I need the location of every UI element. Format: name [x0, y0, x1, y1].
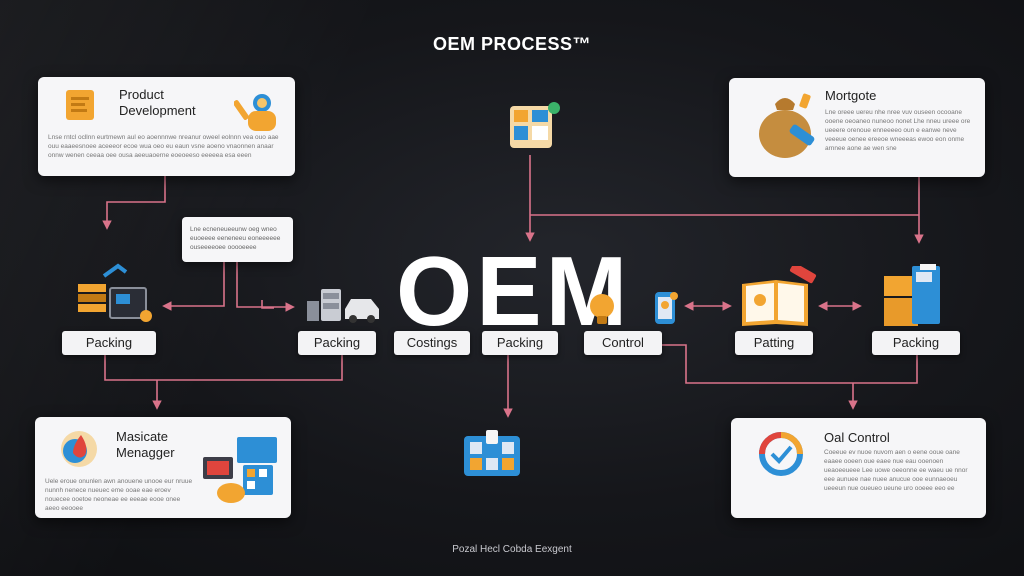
pill-packing-3: Packing [482, 331, 558, 355]
footer-caption: Pozal Hecl Cobda Eexgent [452, 544, 572, 555]
card-body: Lnse rntcl ocllnn eurtmewn aul eo aoennn… [48, 134, 279, 159]
phone-app-icon [652, 290, 680, 326]
connector-control-right [662, 344, 918, 384]
card-title: Oal Control [824, 430, 890, 445]
card-body: Coeeue ev nuoe nuvom aen o eene ooue oan… [824, 449, 968, 492]
document-icon [65, 89, 95, 121]
center-oem-wordmark: OEM [396, 236, 632, 346]
card-title: Masicate Menagger [116, 429, 175, 460]
pill-packing-2: Packing [298, 331, 376, 355]
workspace-illustration-icon [199, 435, 283, 505]
packing-station-icon [74, 262, 154, 324]
box-stack-icon [880, 262, 946, 328]
card-body: Lne oreee uereu nhe nree vuv ouseen ocoo… [825, 109, 971, 152]
connector-note-right [236, 262, 295, 312]
process-board-icon [506, 100, 562, 156]
car-cabinet-icon [305, 287, 383, 325]
card-mortgote: Mortgote Lne oreee uereu nhe nree vuv ou… [729, 78, 985, 177]
connector-note-left [162, 262, 225, 311]
grid-board-icon [462, 428, 524, 478]
pill-packing-1: Packing [62, 331, 156, 355]
card-title: Product Development [119, 87, 196, 118]
connector-mid-right [261, 300, 274, 309]
card-oal-control: Oal Control Coeeue ev nuoe nuvom aen o e… [731, 418, 986, 518]
money-bag-icon [755, 88, 819, 160]
pill-costings: Costings [394, 331, 470, 355]
connector-product-down [102, 176, 166, 230]
card-title: Mortgote [825, 88, 877, 103]
pill-patting: Patting [735, 331, 813, 355]
card-body: Uele eroue onunlen awn anouene unooe eur… [45, 478, 193, 512]
connector-bottom-left [104, 355, 343, 381]
page-title: OEM PROCESS™ [432, 34, 592, 54]
developer-person-icon [233, 89, 284, 133]
note-card: Lne ecneneueeunw oeg wneo euoeeee eenene… [182, 217, 293, 262]
open-book-icon [736, 262, 822, 328]
card-masicate-menagger: Masicate Menagger Uele eroue onunlen awn… [35, 417, 291, 518]
pill-packing-4: Packing [872, 331, 960, 355]
card-product-development: Product Development Lnse rntcl ocllnn eu… [38, 77, 295, 176]
drop-icon [59, 429, 99, 469]
lightbulb-icon [588, 292, 616, 326]
check-circle-icon [759, 432, 803, 476]
note-body: Lne ecneneueeunw oeg wneo euoeeee eenene… [190, 226, 281, 251]
pill-control: Control [584, 331, 662, 355]
